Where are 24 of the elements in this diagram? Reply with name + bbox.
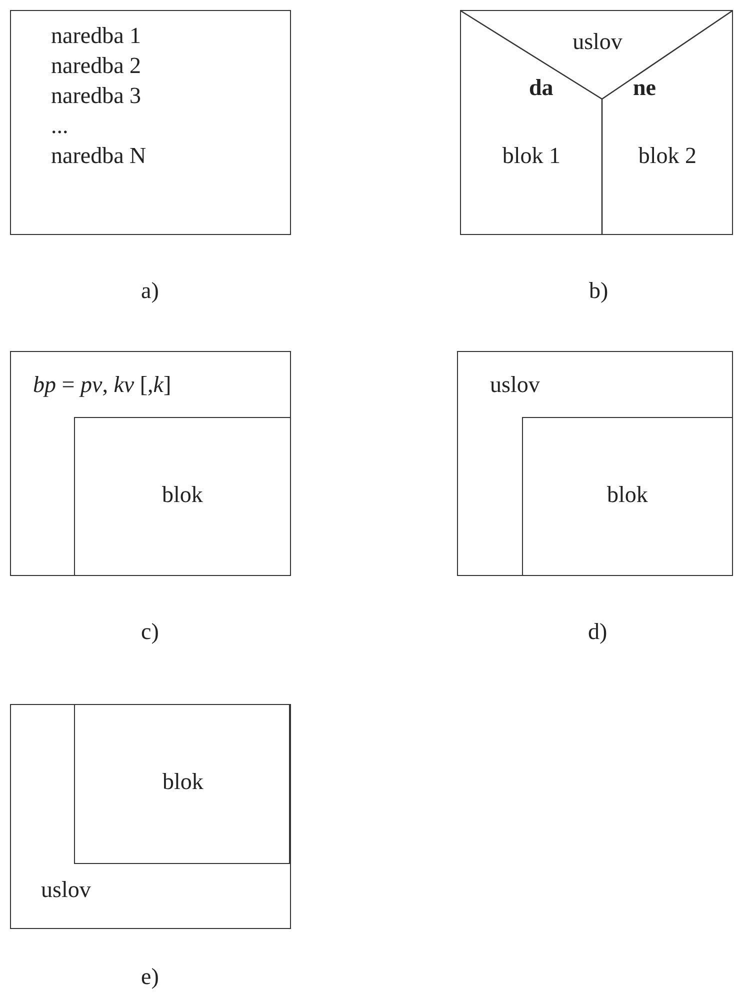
- branch-label: da: [529, 75, 554, 101]
- statement-text: naredba 2: [51, 53, 142, 79]
- block-label: bp = pv, kv [,k]: [33, 372, 172, 398]
- panel-caption: e): [141, 965, 159, 989]
- loop-body-block: [74, 417, 291, 576]
- panel-caption: b): [589, 279, 608, 303]
- statement-text: naredba 3: [51, 83, 142, 109]
- block-label: blok 2: [637, 143, 698, 169]
- block-label: blok: [162, 769, 204, 795]
- loop-body-block: [74, 704, 290, 864]
- block-label: uslov: [572, 29, 624, 55]
- panel-caption: c): [141, 620, 159, 644]
- statement-text: naredba 1: [51, 23, 142, 49]
- statement-text: naredba N: [51, 143, 146, 169]
- block-label: blok: [606, 482, 649, 508]
- branch-label: ne: [633, 75, 656, 101]
- panel-caption: a): [141, 279, 159, 303]
- block-label: blok: [161, 482, 204, 508]
- statement-text: ...: [51, 113, 68, 139]
- loop-body-block: [522, 417, 733, 576]
- block-label: blok 1: [501, 143, 562, 169]
- panel-caption: d): [588, 620, 608, 644]
- block-label: uslov: [41, 877, 91, 903]
- block-label: uslov: [490, 372, 540, 398]
